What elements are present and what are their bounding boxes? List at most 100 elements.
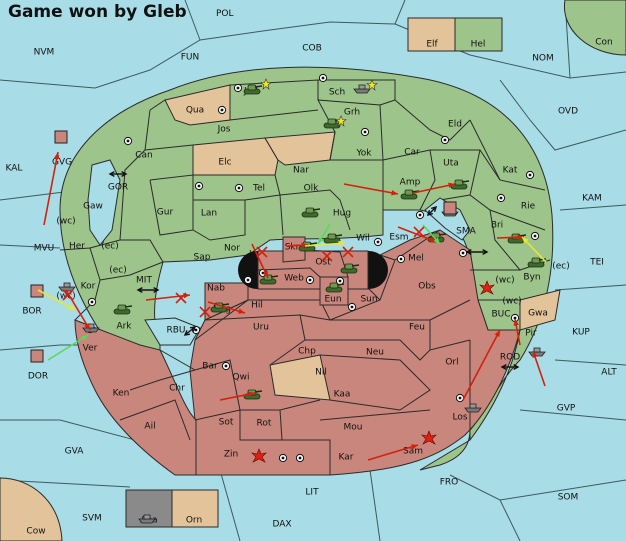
province-label-car: Car bbox=[404, 148, 420, 158]
province-label-ost: Ost bbox=[315, 258, 331, 268]
box-hel bbox=[454, 17, 503, 52]
supply-center-dot bbox=[321, 76, 325, 80]
ship-icon[interactable] bbox=[353, 84, 371, 94]
tank-icon[interactable] bbox=[325, 282, 345, 293]
supply-center-dot bbox=[236, 86, 240, 90]
tank-icon[interactable] bbox=[340, 263, 360, 274]
province-label-olk: Olk bbox=[304, 184, 320, 194]
province-label-skr: Skr bbox=[285, 243, 300, 253]
ship-icon[interactable] bbox=[528, 347, 546, 357]
sea-label-kal: KAL bbox=[6, 164, 23, 174]
supply-center-dot bbox=[194, 328, 198, 332]
province-label-amp: Amp bbox=[400, 178, 421, 188]
double-arrow-icon bbox=[426, 205, 438, 217]
province-label-hil: Hil bbox=[251, 301, 263, 311]
tank-icon[interactable] bbox=[113, 304, 133, 315]
order-arrow-icon bbox=[47, 334, 89, 361]
supply-center-dot bbox=[528, 173, 532, 177]
province-gwa bbox=[519, 289, 561, 331]
province-elc bbox=[192, 137, 279, 176]
x-cross-icon bbox=[321, 250, 333, 262]
coast-label: (wc) bbox=[502, 297, 521, 307]
double-arrow-icon bbox=[108, 170, 128, 178]
tank-icon[interactable] bbox=[527, 257, 547, 268]
order-arrow-icon bbox=[251, 243, 269, 279]
province-label-neu: Neu bbox=[366, 348, 384, 358]
retreat-unit-box[interactable] bbox=[443, 201, 457, 215]
x-cross-icon bbox=[175, 292, 187, 304]
star-icon bbox=[335, 115, 347, 127]
province-label-web: Web bbox=[284, 274, 304, 284]
land-ring bbox=[59, 66, 554, 476]
ship-icon[interactable] bbox=[138, 514, 156, 524]
sea-label-alt: ALT bbox=[601, 368, 617, 378]
retreat-unit-box[interactable] bbox=[30, 284, 44, 298]
double-arrow-icon bbox=[183, 326, 197, 336]
order-arrow-icon bbox=[532, 350, 546, 387]
province-label-sch: Sch bbox=[329, 88, 345, 98]
double-arrow-icon bbox=[136, 286, 160, 294]
province-label-ken: Ken bbox=[113, 389, 130, 399]
province-label-chp: Chp bbox=[298, 347, 316, 357]
province-label-gwa: Gwa bbox=[528, 309, 548, 319]
sea-label-tei: TEI bbox=[589, 258, 604, 268]
province-label-grh: Grh bbox=[344, 108, 360, 118]
province-label-nil: Nil bbox=[315, 368, 327, 378]
province-label-sam: Sam bbox=[403, 447, 423, 457]
province-label-kaa: Kaa bbox=[334, 390, 351, 400]
tank-icon[interactable] bbox=[243, 84, 263, 95]
ship-icon[interactable] bbox=[82, 323, 100, 333]
box-orn bbox=[171, 489, 219, 528]
retreat-unit-box[interactable] bbox=[30, 349, 44, 363]
province-label-mel: Mel bbox=[408, 254, 424, 264]
province-borders bbox=[59, 79, 551, 321]
game-status-title: Game won by Gleb bbox=[8, 2, 187, 22]
sea-label-mvu: MVU bbox=[34, 244, 55, 254]
star-icon bbox=[260, 78, 272, 90]
province-label-hug: Hug bbox=[333, 209, 351, 219]
sea-label-buc: BUC bbox=[491, 310, 510, 320]
order-layer bbox=[37, 151, 547, 461]
sea-label-mit: MIT bbox=[136, 276, 152, 286]
retreat-unit-box[interactable] bbox=[54, 130, 68, 144]
province-label-kat: Kat bbox=[503, 166, 518, 176]
neutral-provinces bbox=[164, 84, 561, 401]
supply-center-dot bbox=[308, 278, 312, 282]
supply-center-dot bbox=[350, 305, 354, 309]
order-arrow-icon bbox=[367, 444, 419, 461]
explosion-icon bbox=[421, 430, 437, 445]
sea-label-lit: LIT bbox=[305, 488, 319, 498]
tank-icon[interactable] bbox=[323, 233, 343, 244]
tank-icon[interactable] bbox=[301, 207, 321, 218]
province-label-bri: Bri bbox=[491, 221, 503, 231]
star-icon bbox=[366, 79, 378, 91]
province-label-los: Los bbox=[452, 413, 467, 423]
home-box-label-hel: Hel bbox=[471, 40, 486, 50]
supply-center-dot bbox=[224, 364, 228, 368]
order-arrow-icon bbox=[422, 224, 441, 245]
supply-center-dot bbox=[418, 213, 422, 217]
province-label-mou: Mou bbox=[344, 423, 363, 433]
supply-center-dot bbox=[246, 278, 250, 282]
ship-icon[interactable] bbox=[464, 403, 482, 413]
province-label-nar: Nar bbox=[293, 166, 309, 176]
province-label-eld: Eld bbox=[448, 120, 462, 130]
province-label-orl: Orl bbox=[445, 358, 458, 368]
province-label-jos: Jos bbox=[217, 125, 231, 135]
supply-center-dot bbox=[220, 108, 224, 112]
province-label-zin: Zin bbox=[224, 450, 238, 460]
province-label-pir: Pir bbox=[525, 329, 537, 339]
supply-center-dot bbox=[513, 316, 517, 320]
province-label-feu: Feu bbox=[409, 323, 425, 333]
double-arrow-icon bbox=[465, 248, 489, 256]
sea-label-kup: KUP bbox=[572, 328, 590, 338]
sea-label-fun: FUN bbox=[181, 53, 200, 63]
order-arrow-icon bbox=[462, 329, 501, 401]
coast-label: (wc) bbox=[495, 276, 514, 286]
sea-label-ovd: OVD bbox=[558, 107, 578, 117]
province-label-tel: Tel bbox=[252, 184, 265, 194]
x-cross-icon bbox=[199, 306, 211, 318]
home-box-label-orn: Orn bbox=[186, 516, 202, 526]
supply-center-dot bbox=[499, 196, 503, 200]
